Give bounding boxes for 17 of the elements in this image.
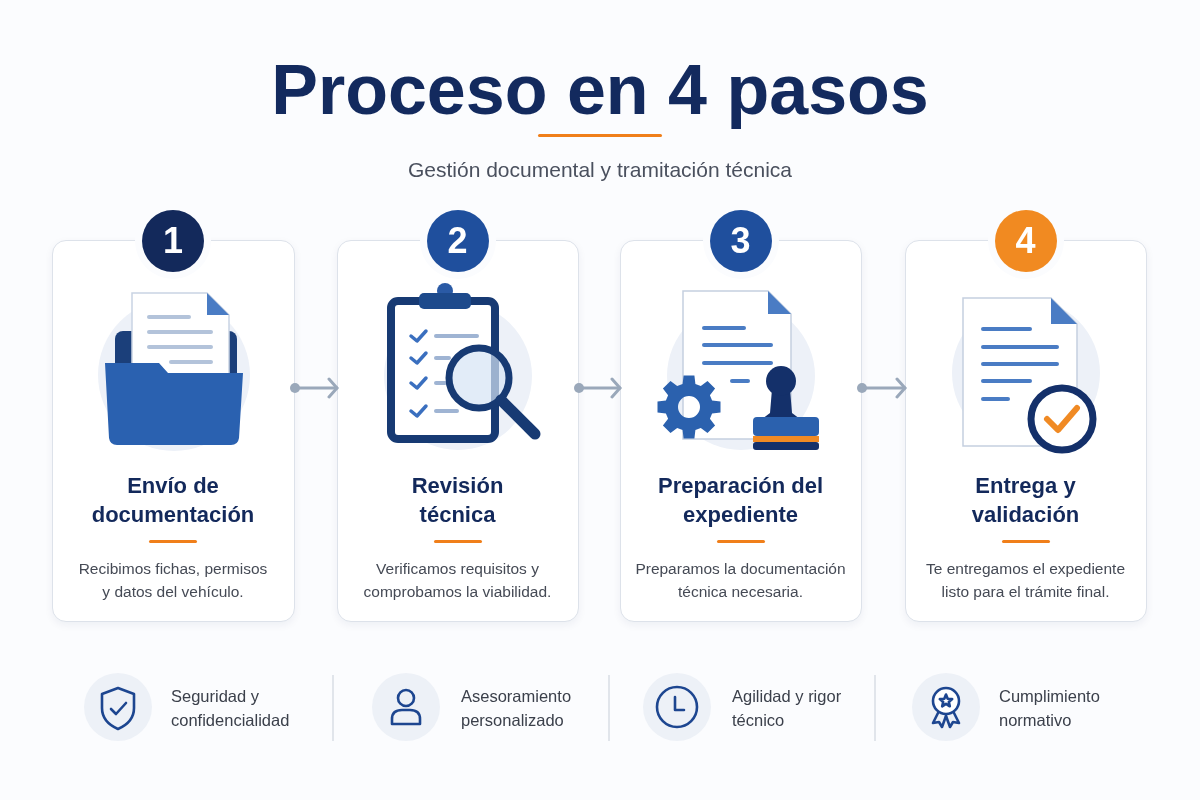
arrow	[857, 377, 907, 399]
feature-text: Asesoramiento personalizado	[461, 686, 573, 731]
page-title: Proceso en 4 pasos	[271, 50, 929, 130]
subtitle: Gestión documental y tramitación técnica	[408, 157, 792, 183]
arrow	[574, 377, 622, 399]
step-title: Revisión técnica	[410, 472, 505, 529]
feature-text: Agilidad y rigor técnico	[732, 686, 843, 731]
feature-text: Seguridad y confidencialidad	[171, 686, 291, 731]
step-description: Preparamos la documentación técnica necesaria.	[634, 559, 847, 602]
arrow	[290, 377, 339, 399]
step-title: Envío de documentación	[90, 472, 256, 529]
step-description: Verificamos requisitos y comprobamos la viabilidad.	[362, 559, 553, 602]
step-title: Entrega y validación	[970, 472, 1081, 529]
step-description: Te entregamos el expediente listo para el trámite final.	[924, 559, 1127, 602]
step-title: Preparación del expediente	[656, 472, 825, 529]
feature-text: Cumplimiento normativo	[999, 686, 1101, 731]
step-description: Recibimos fichas, permisos y datos del vehículo.	[77, 559, 269, 602]
